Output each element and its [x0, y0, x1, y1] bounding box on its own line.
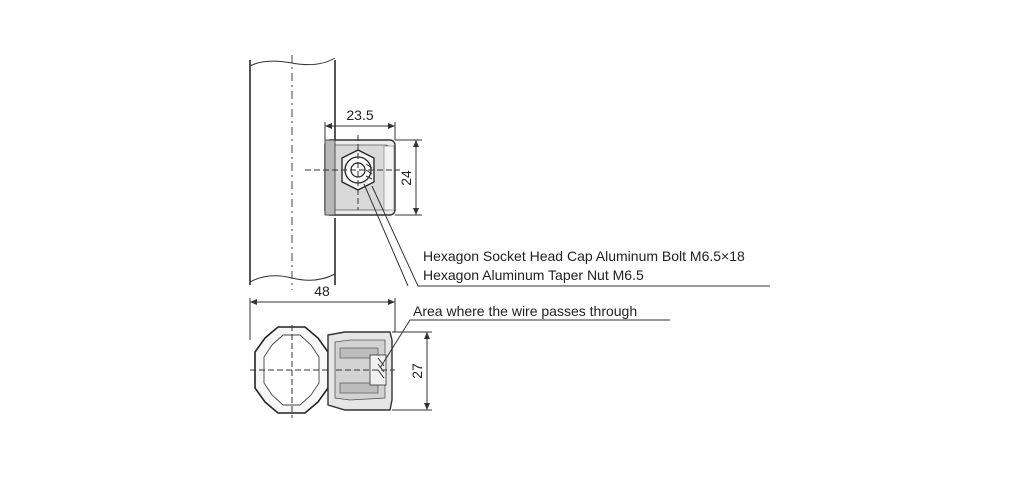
pipe-cross-section — [250, 325, 335, 418]
connector-top-view — [305, 135, 400, 216]
pipe-side-view — [249, 55, 336, 290]
dimension-top-height: 24 — [395, 139, 422, 216]
dimension-top-width: 23.5 — [324, 107, 396, 140]
dim-top-width-label: 23.5 — [346, 107, 373, 123]
bolt-label: Hexagon Socket Head Cap Aluminum Bolt M6… — [423, 248, 745, 264]
dimension-bottom-height: 27 — [392, 331, 432, 411]
bolt-leader — [363, 183, 770, 287]
wire-label: Area where the wire passes through — [413, 303, 637, 319]
dim-bottom-height-label: 27 — [409, 363, 425, 379]
wire-leader — [379, 319, 670, 369]
nut-label: Hexagon Aluminum Taper Nut M6.5 — [423, 267, 644, 283]
dim-top-height-label: 24 — [398, 170, 414, 186]
dim-bottom-width-label: 48 — [314, 283, 330, 299]
connector-front-view — [327, 331, 395, 411]
dimension-bottom-width: 48 — [249, 283, 396, 340]
